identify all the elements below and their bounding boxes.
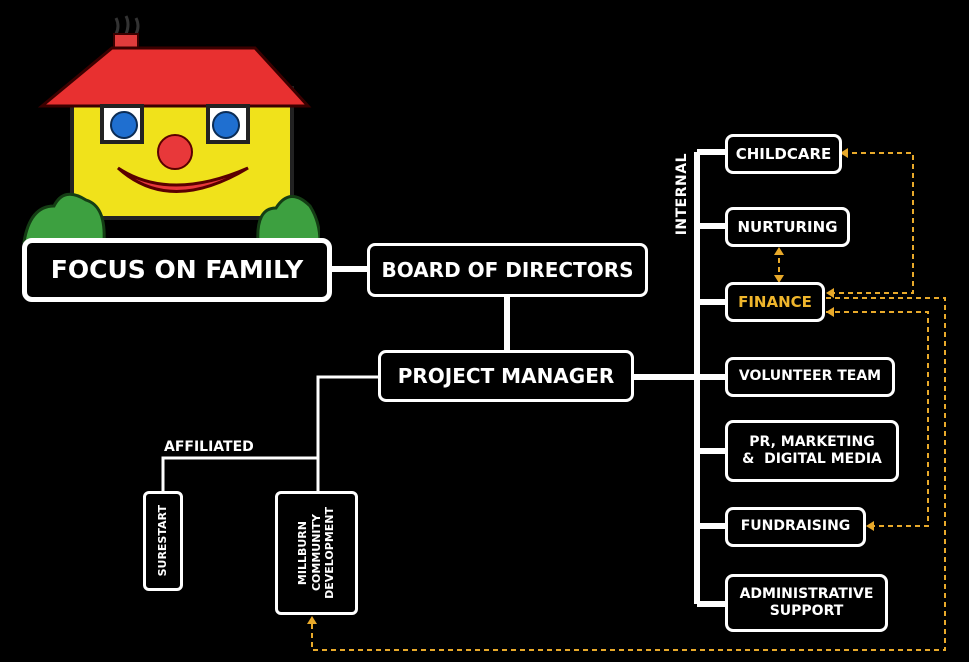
right-eye [212,111,240,139]
surestart-box: SURESTART [143,491,183,591]
arrow-up-nurturing [774,247,784,255]
millburn-box: MILLBURN COMMUNITY DEVELOPMENT [275,491,358,615]
affiliated-label: AFFILIATED [164,439,254,455]
dashed-arrowheads [307,148,874,624]
volunteer-team-box: VOLUNTEER TEAM [725,357,895,397]
line-manager-affiliated [316,375,380,494]
house-face-logo [22,15,320,244]
nurturing-box: NURTURING [725,207,850,247]
arrow-to-finance-2 [826,307,834,317]
right-bush [256,195,320,244]
project-manager-box: PROJECT MANAGER [378,350,634,402]
admin-line-2: SUPPORT [769,603,844,619]
arrow-to-millburn [307,616,317,624]
focus-on-family-box: FOCUS ON FAMILY [22,238,332,302]
chimney-smoke [114,15,140,35]
line-affiliated-surestart [161,456,318,494]
mouth [116,166,249,193]
arrow-to-finance-1 [826,288,834,298]
millburn-line-3: DEVELOPMENT [323,507,337,599]
solid-lines [330,149,727,607]
affiliated-lines [161,375,380,494]
administrative-support-box: ADMINISTRATIVE SUPPORT [725,574,888,632]
millburn-line-1: MILLBURN [295,520,309,586]
dashed-finance-millburn [311,297,946,651]
childcare-box: CHILDCARE [725,134,842,174]
millburn-line-2: COMMUNITY [309,514,323,592]
nose [157,134,193,170]
arrow-down-finance [774,275,784,283]
surestart-label: SURESTART [156,505,170,577]
pr-marketing-line-1: PR, MARKETING [749,433,875,450]
dashed-childcare-finance [826,152,914,294]
dashed-links [311,152,946,651]
finance-box: FINANCE [725,282,825,322]
dashed-finance-fundraising [826,311,929,527]
internal-label: INTERNAL [674,153,690,236]
fundraising-box: FUNDRAISING [725,507,866,547]
left-bush [22,192,106,244]
arrow-to-childcare [840,148,848,158]
arrow-to-fundraising [866,521,874,531]
pr-marketing-box: PR, MARKETING & DIGITAL MEDIA [725,420,899,482]
pr-marketing-line-2: & DIGITAL MEDIA [742,451,882,467]
board-of-directors-box: BOARD OF DIRECTORS [367,243,648,297]
admin-line-1: ADMINISTRATIVE [739,585,874,602]
left-eye [110,111,138,139]
